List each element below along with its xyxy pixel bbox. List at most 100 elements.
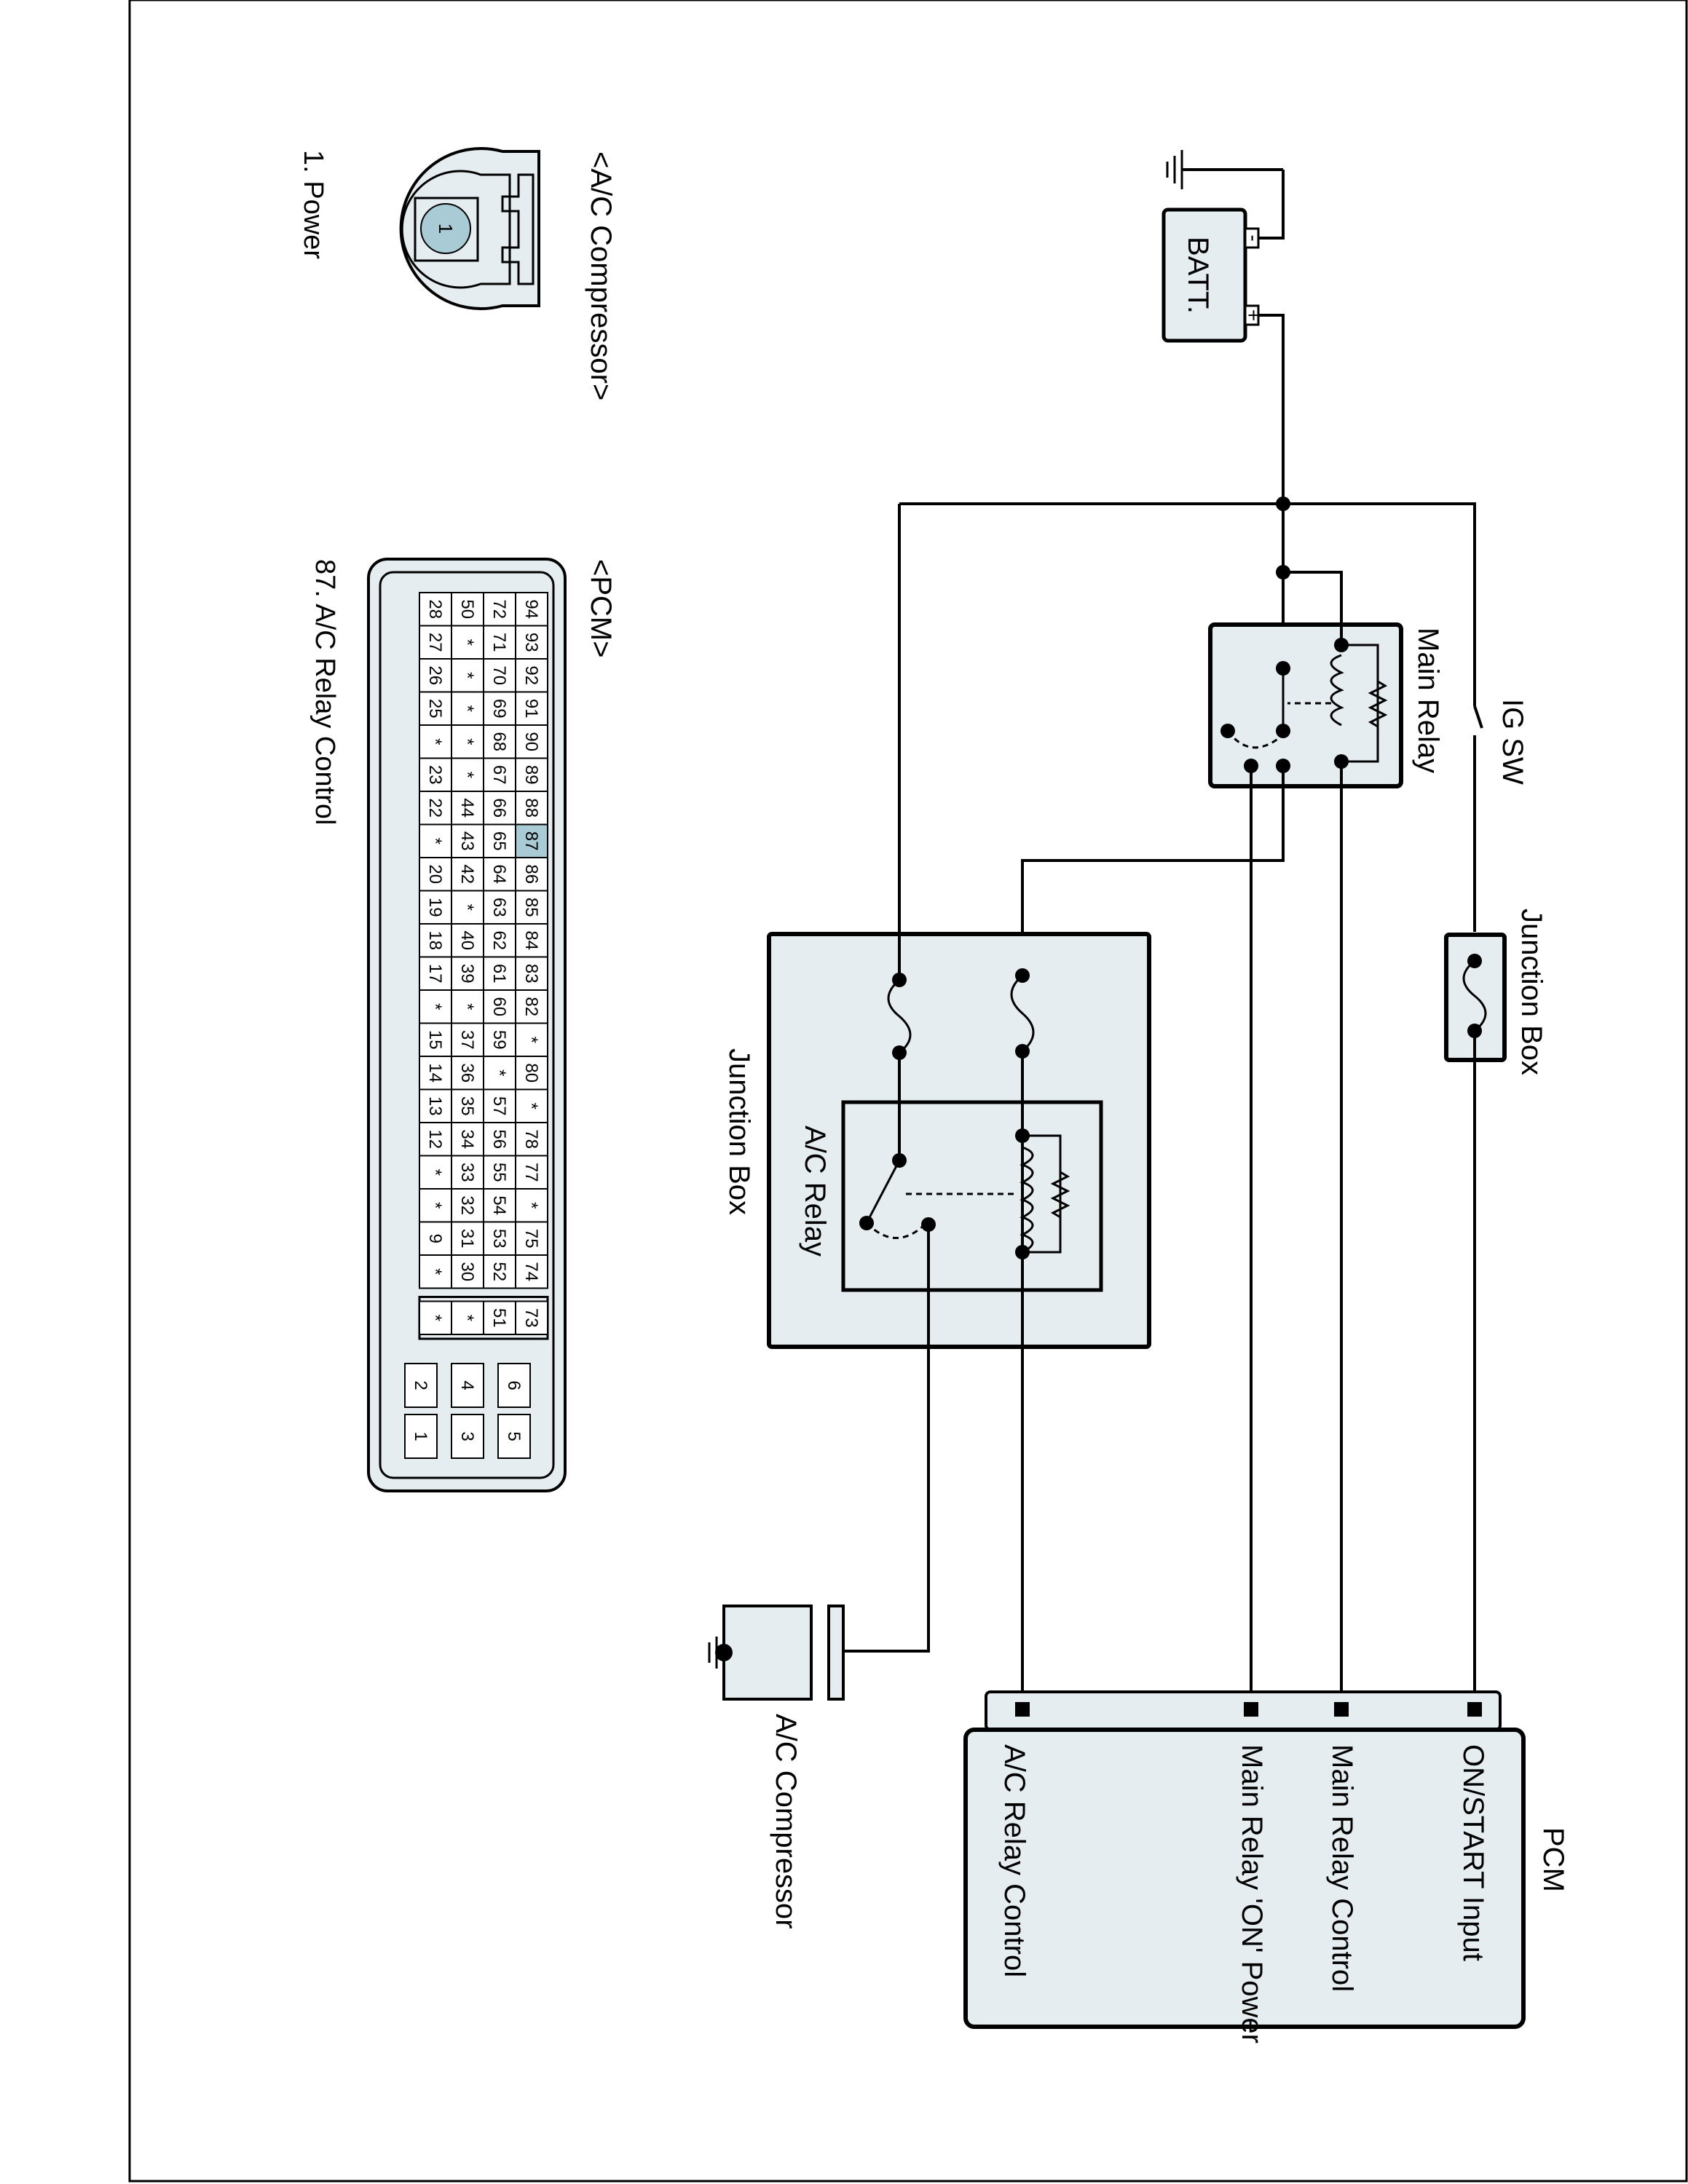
pcm-pin-label: * [425, 1003, 445, 1010]
pcm-pin-label: * [489, 1069, 509, 1076]
pcm-pin-grid: 94939291908988878685848382*80*7877*75747… [404, 592, 549, 1459]
pcm-pin-label: 33 [457, 1163, 477, 1182]
fuse-icon [1462, 960, 1487, 1032]
pcm-pin-cell [483, 757, 516, 792]
pcm-pin-cell [515, 592, 548, 627]
pcm-pin-cell [451, 857, 484, 892]
pcm-pin-cell [515, 823, 548, 858]
pcm-pin-label: 70 [489, 665, 509, 685]
pcm-pin-label: 1 [411, 1431, 430, 1441]
pcm-pin-label: 80 [521, 1063, 541, 1083]
ac-compressor-connector-title: <A/C Compressor> [585, 151, 617, 400]
ground-icon [708, 1631, 725, 1674]
wire-top-bus [899, 502, 1476, 706]
pcm-pin-label: 35 [457, 1096, 477, 1116]
pcm-pin-label: 17 [425, 964, 445, 984]
pcm-pin-label: * [521, 1202, 541, 1208]
pcm-pin-cell [419, 658, 452, 693]
pcm-pin-main-relay-on-power: Main Relay 'ON' Power [1236, 1744, 1268, 2043]
pcm-pin-label: 5 [504, 1431, 524, 1441]
pcm-pin-label: * [425, 1268, 445, 1275]
ac-relay-coil [903, 1134, 1070, 1254]
page-frame [128, 0, 1688, 2183]
pcm-pin-cell [515, 1300, 548, 1335]
ac-compressor-pin-number: 1 [435, 223, 457, 234]
pcm-pin-ac-relay-control: A/C Relay Control [998, 1744, 1030, 1977]
pcm-pin-cell [451, 592, 484, 627]
pcm-pin-label: 2 [411, 1380, 430, 1390]
pcm-pin-label: 30 [457, 1262, 477, 1281]
pcm-pin-cell [497, 1414, 531, 1459]
pcm-pin-label: 61 [489, 964, 509, 984]
pcm-pin-label: 13 [425, 1096, 445, 1116]
pcm-pin-cell [483, 791, 516, 826]
wire-batt-pos [1258, 314, 1285, 504]
pcm-pin-label: 73 [521, 1308, 541, 1328]
battery-minus-sign: - [1242, 234, 1265, 241]
connector-views: <A/C Compressor> 1 1. Power <PCM> 949392… [298, 147, 617, 1492]
pcm-pin-label: 6 [504, 1380, 524, 1390]
pcm-pin-label: 50 [457, 599, 477, 619]
pcm-pin-label: 82 [521, 997, 541, 1016]
pcm-pin-cell [451, 1414, 484, 1459]
pcm-pin-label: 32 [457, 1195, 477, 1215]
pcm-pin-label: 44 [457, 798, 477, 818]
pcm-pin-label: 42 [457, 864, 477, 884]
wire-main-relay-coil-feed [1283, 571, 1343, 645]
pcm-pin-label: 36 [457, 1063, 477, 1083]
pcm-pin-label: 43 [457, 831, 477, 851]
ig-switch [1473, 705, 1483, 932]
pcm-pin-label: * [521, 1103, 541, 1109]
pcm-pin-label: 4 [457, 1380, 477, 1390]
pcm-pin-label: 23 [425, 765, 445, 785]
pcm-pin-label: * [457, 639, 477, 646]
pcm-connector-pin-desc: 87. A/C Relay Control [309, 559, 340, 825]
pcm-pin-label: 54 [489, 1195, 509, 1215]
pcm-pin-label: 78 [521, 1129, 541, 1149]
pcm-pin-cell [515, 691, 548, 726]
pcm-pin-cell [483, 1221, 516, 1256]
pcm-pin-cell [483, 923, 516, 958]
pcm-pin-label: 74 [521, 1262, 541, 1281]
pcm-pin-label: 52 [489, 1262, 509, 1281]
pcm-pin-label: 60 [489, 997, 509, 1016]
fuse-icon [887, 978, 912, 1054]
pcm-pin-cell [419, 1022, 452, 1057]
pcm-pin-label: 26 [425, 665, 445, 685]
pcm-pin-label: 40 [457, 930, 477, 950]
pcm-pin-label: 9 [425, 1234, 445, 1243]
ac-relay-box [841, 1100, 1103, 1292]
wire-ac-relay-out [843, 1224, 930, 1653]
pcm-pin-label: * [425, 1169, 445, 1176]
pcm-pin-cell [483, 1056, 516, 1091]
pcm-pin-label: 53 [489, 1229, 509, 1249]
pcm-pin-label: 93 [521, 633, 541, 652]
pcm-pin-label: 75 [521, 1229, 541, 1249]
pcm-pin-cell [451, 1088, 484, 1123]
pcm-pin-label: 28 [425, 599, 445, 619]
pcm-pin-cell [404, 1363, 438, 1408]
junction-dot [1276, 496, 1290, 511]
pcm-pin-label: 65 [489, 831, 509, 851]
pcm-pin-label: * [425, 838, 445, 844]
pcm-pin-cell [451, 1221, 484, 1256]
pcm-pin-cell [483, 625, 516, 660]
pcm-pin-label: 59 [489, 1030, 509, 1050]
pcm-pin-label: 92 [521, 665, 541, 685]
pcm-pin-cell [515, 890, 548, 925]
wire-batt-neg [1258, 170, 1285, 240]
pcm-pin-label: 25 [425, 699, 445, 719]
pcm-box [963, 1728, 1526, 2029]
pcm-pin-label: * [457, 772, 477, 778]
pcm-pin-cell [483, 857, 516, 892]
pcm-pin-cell [483, 1300, 516, 1335]
pcm-label: PCM [1537, 1827, 1569, 1892]
ac-compressor-label: A/C Compressor [770, 1714, 802, 1929]
pcm-pin-label: 69 [489, 699, 509, 719]
pcm-pin-label: 91 [521, 699, 541, 719]
fuse-icon [1010, 974, 1035, 1053]
ac-compressor-pin-1 [420, 203, 471, 254]
pcm-pin-label: * [425, 1202, 445, 1208]
pcm-pin-cell [419, 989, 452, 1024]
pcm-pin-cell [515, 1088, 548, 1123]
